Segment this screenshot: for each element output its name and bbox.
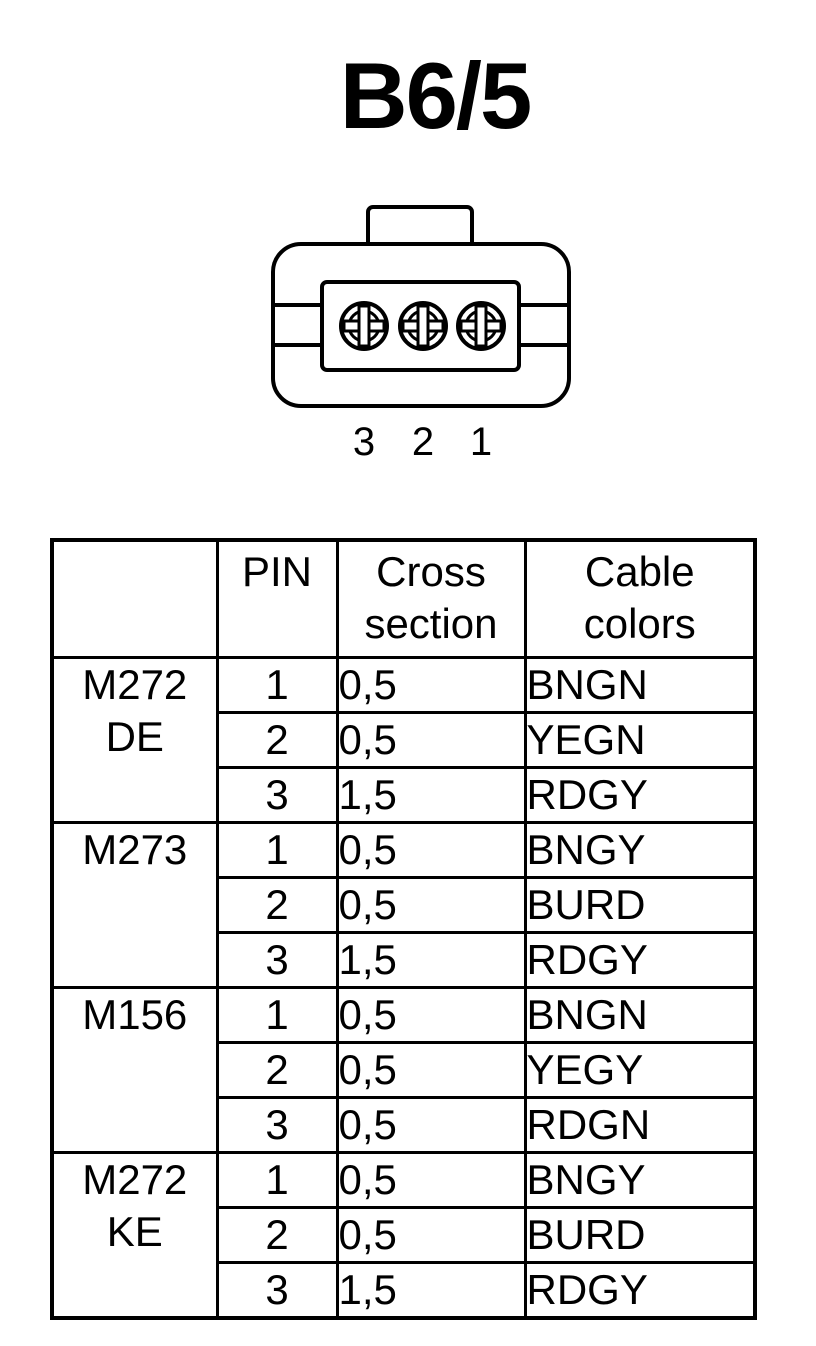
cross-section-cell: 1,5 [335,931,527,989]
cable-color-cell: BURD [523,876,757,934]
cross-section-header-line-2: section [364,600,498,647]
cross-section-cell: 0,5 [335,1151,527,1209]
pin-number-labels: 3 2 1 [0,418,816,468]
cable-color-cell: YEGY [523,1041,757,1099]
pin-cell: 1 [215,986,339,1044]
pin-cell: 2 [215,1041,339,1099]
cross-section-cell: 0,5 [335,876,527,934]
cross-section-cell: 1,5 [335,766,527,824]
cable-colors-header: Cable colors [523,538,757,659]
cable-color-cell: BURD [523,1206,757,1264]
cross-section-cell: 0,5 [335,1206,527,1264]
engine-header [50,538,219,659]
pin-header: PIN [215,538,339,659]
cable-colors-header-line-1: Cable [584,548,695,595]
pin-label-3: 3 [352,420,376,464]
engine-cell: M156 [50,986,219,1154]
cross-section-header: Cross section [335,538,527,659]
pin-label-1: 1 [469,420,493,464]
connector-diagram [271,205,571,408]
cross-section-cell: 0,5 [335,656,527,714]
pin-cell: 1 [215,821,339,879]
engine-name-line: M272 [82,661,188,708]
pin-cell: 3 [215,766,339,824]
cable-color-cell: RDGY [523,931,757,989]
connector-pins [339,301,506,351]
connector-pin-2 [398,301,448,351]
cable-color-cell: BNGY [523,1151,757,1209]
pin-cell: 1 [215,656,339,714]
pin-label-2: 2 [411,420,435,464]
cross-section-header-line-1: Cross [376,548,486,595]
cross-section-cell: 0,5 [335,1041,527,1099]
engine-name-line: DE [105,713,164,760]
cross-section-cell: 1,5 [335,1261,527,1320]
pin-cell: 2 [215,1206,339,1264]
engine-name-line: M156 [82,991,188,1038]
cable-color-cell: RDGY [523,766,757,824]
cross-section-cell: 0,5 [335,986,527,1044]
cable-colors-header-line-2: colors [583,600,696,647]
engine-cell: M273 [50,821,219,989]
cross-section-cell: 0,5 [335,821,527,879]
cross-section-cell: 0,5 [335,1096,527,1154]
cable-color-cell: RDGY [523,1261,757,1320]
pin-cell: 3 [215,931,339,989]
connector-title: B6/5 [339,43,533,148]
pin-cell: 1 [215,1151,339,1209]
connector-pin-1 [456,301,506,351]
cable-color-cell: YEGN [523,711,757,769]
pin-cell: 2 [215,711,339,769]
pin-cell: 3 [215,1261,339,1320]
connector-pin-3 [339,301,389,351]
cable-color-cell: RDGN [523,1096,757,1154]
cable-color-cell: BNGY [523,821,757,879]
pin-cell: 3 [215,1096,339,1154]
cable-color-cell: BNGN [523,656,757,714]
table-header-row: PIN Cross section Cable colors [50,538,757,659]
engine-name-line: KE [106,1208,163,1255]
cross-section-cell: 0,5 [335,711,527,769]
engine-name-line: M272 [82,1156,188,1203]
engine-name-line: M273 [82,826,188,873]
cable-color-cell: BNGN [523,986,757,1044]
pin-cell: 2 [215,876,339,934]
